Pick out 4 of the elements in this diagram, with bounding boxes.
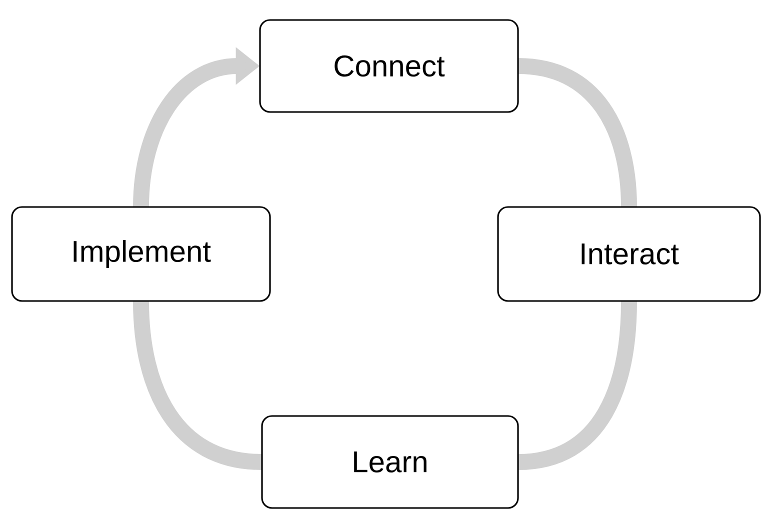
- step-box: Connect: [259, 19, 519, 113]
- step-box: Implement: [11, 206, 271, 302]
- step-box: Interact: [497, 206, 761, 302]
- step-box: Learn: [261, 415, 519, 509]
